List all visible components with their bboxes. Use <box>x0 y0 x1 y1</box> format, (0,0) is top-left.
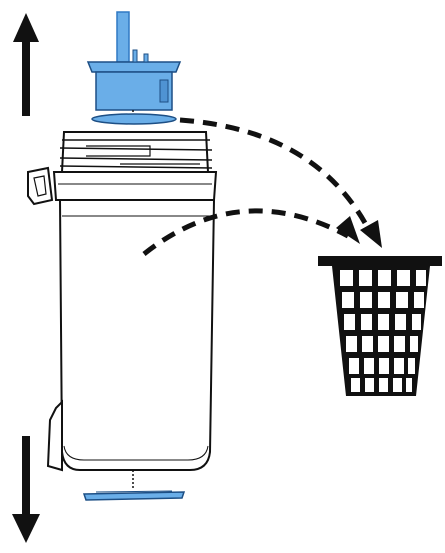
trash-basket-icon <box>318 256 442 396</box>
lower-gasket <box>84 491 184 500</box>
upper-gasket <box>92 114 176 124</box>
water-tube <box>117 12 129 62</box>
arrow-down-icon <box>12 436 40 543</box>
filter-housing <box>28 132 216 470</box>
arrow-up-icon <box>13 13 39 116</box>
top-cap <box>88 50 180 116</box>
